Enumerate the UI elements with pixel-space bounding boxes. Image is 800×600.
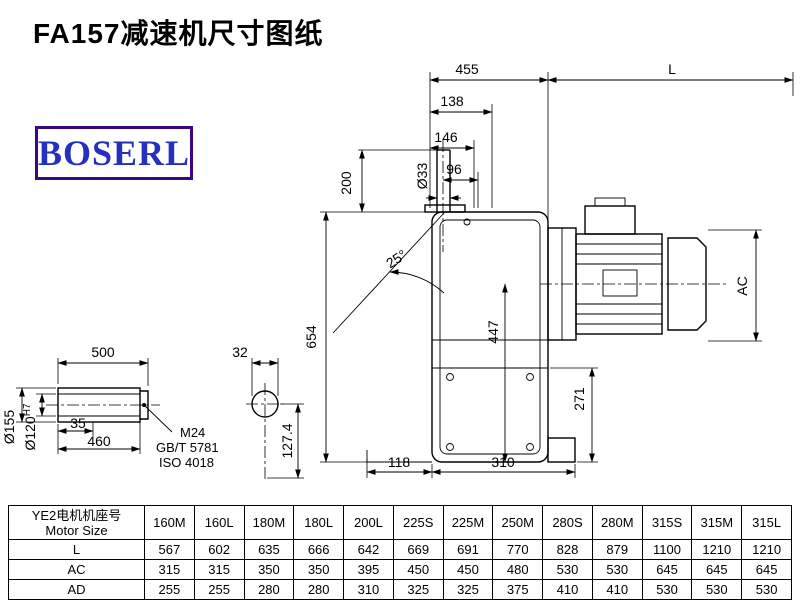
dimensions: 455 L 138 146 96 Ø33 200 654 <box>303 61 794 478</box>
dim-447: 447 <box>485 320 501 344</box>
standard-gbt: GB/T 5781 <box>156 440 219 455</box>
cell: 315 <box>193 559 245 580</box>
cell: 325 <box>442 579 494 600</box>
cell: 410 <box>591 579 643 600</box>
cell: 530 <box>641 579 693 600</box>
col-header: 250M <box>492 505 544 540</box>
boserl-logo: BOSERL <box>35 126 193 180</box>
dim-155: Ø155 <box>1 410 17 444</box>
col-header: 200L <box>343 505 394 540</box>
row-label: AD <box>8 579 145 600</box>
col-header: 225S <box>392 505 444 540</box>
table-header-row: YE2电机机座号 Motor Size 160M 160L 180M 180L … <box>8 505 792 540</box>
dim-35: 35 <box>70 415 86 431</box>
cell: 375 <box>492 579 544 600</box>
cell: 635 <box>243 539 295 560</box>
cell: 567 <box>144 539 195 560</box>
dim-L: L <box>668 61 676 77</box>
motor-size-header: YE2电机机座号 Motor Size <box>8 505 145 540</box>
dim-127-4: 127.4 <box>279 423 295 458</box>
cell: 480 <box>492 559 544 580</box>
dim-138: 138 <box>440 93 464 109</box>
col-header: 280S <box>542 505 593 540</box>
cell: 1210 <box>741 539 792 560</box>
table-row: L 567 602 635 666 642 669 691 770 828 87… <box>8 539 792 560</box>
cell: 669 <box>392 539 444 560</box>
cell: 1210 <box>691 539 743 560</box>
col-header: 280M <box>591 505 643 540</box>
thread-spec: M24 <box>180 425 205 440</box>
dim-146: 146 <box>434 129 458 145</box>
cell: 310 <box>343 579 394 600</box>
cell: 410 <box>542 579 593 600</box>
dim-500: 500 <box>91 344 115 360</box>
header-en: Motor Size <box>45 522 108 538</box>
row-label: AC <box>8 559 145 580</box>
col-header: 315S <box>641 505 693 540</box>
col-header: 160L <box>193 505 245 540</box>
cell: 602 <box>193 539 245 560</box>
cell: 530 <box>741 579 792 600</box>
cell: 666 <box>293 539 345 560</box>
cell: 350 <box>243 559 295 580</box>
cell: 280 <box>293 579 345 600</box>
row-label: L <box>8 539 145 560</box>
cell: 395 <box>343 559 394 580</box>
col-header: 160M <box>144 505 195 540</box>
dim-120: Ø120 <box>22 416 38 450</box>
dim-460: 460 <box>87 433 111 449</box>
shaft-end-view: 32 127.4 <box>232 344 304 480</box>
dim-25deg: 25° <box>383 246 409 271</box>
cell: 879 <box>591 539 643 560</box>
table-row: AC 315 315 350 350 395 450 450 480 530 5… <box>8 559 792 580</box>
dim-120-tol: H7 <box>22 403 33 416</box>
dim-271: 271 <box>571 387 587 411</box>
dim-AC: AC <box>734 276 750 295</box>
page-title: FA157减速机尺寸图纸 <box>33 18 324 49</box>
cell: 280 <box>243 579 295 600</box>
dim-120h7: Ø120H7 <box>22 403 38 450</box>
cell: 530 <box>591 559 643 580</box>
cell: 530 <box>542 559 593 580</box>
boserl-logo-text: BOSERL <box>37 133 191 173</box>
cell: 450 <box>392 559 444 580</box>
col-header: 225M <box>442 505 494 540</box>
cell: 255 <box>193 579 245 600</box>
cell: 645 <box>741 559 792 580</box>
cell: 645 <box>691 559 743 580</box>
shaft-part-view: 500 35 460 Ø155 Ø120H7 M24 GB/T 5781 <box>1 344 219 470</box>
cell: 691 <box>442 539 494 560</box>
cell: 450 <box>442 559 494 580</box>
dim-33: Ø33 <box>414 163 430 190</box>
header-cn: YE2电机机座号 <box>31 507 122 523</box>
cell: 350 <box>293 559 345 580</box>
dim-118: 118 <box>388 454 411 470</box>
dim-654: 654 <box>303 325 319 349</box>
col-header: 180M <box>243 505 295 540</box>
cell: 828 <box>542 539 593 560</box>
cell: 530 <box>691 579 743 600</box>
dim-96: 96 <box>446 161 462 177</box>
dim-32: 32 <box>232 344 248 360</box>
cell: 255 <box>144 579 195 600</box>
table-row: AD 255 255 280 280 310 325 325 375 410 4… <box>8 579 792 600</box>
dim-200: 200 <box>338 171 354 195</box>
motor-size-table: YE2电机机座号 Motor Size 160M 160L 180M 180L … <box>8 505 792 600</box>
dim-310: 310 <box>491 454 515 470</box>
cell: 770 <box>492 539 544 560</box>
col-header: 315M <box>691 505 743 540</box>
col-header: 315L <box>741 505 792 540</box>
standard-iso: ISO 4018 <box>159 455 214 470</box>
cell: 1100 <box>641 539 693 560</box>
col-header: 180L <box>293 505 345 540</box>
cell: 315 <box>144 559 195 580</box>
cell: 642 <box>343 539 394 560</box>
dim-455: 455 <box>455 61 479 77</box>
cell: 325 <box>392 579 444 600</box>
cell: 645 <box>641 559 693 580</box>
